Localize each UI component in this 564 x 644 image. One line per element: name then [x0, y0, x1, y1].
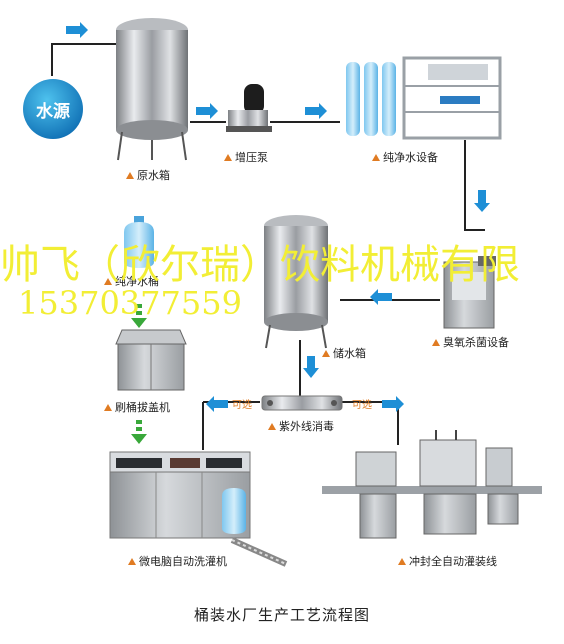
pure-water-equipment-text: 纯净水设备	[383, 151, 438, 164]
orange-marker-icon	[104, 403, 112, 411]
optional-left-label: 可选	[232, 400, 252, 411]
watermark-phone: 15370377559	[18, 284, 242, 322]
arrow-to-raw-tank	[66, 22, 88, 38]
arrow-left-optional	[206, 396, 228, 412]
brush-decapper-image	[115, 329, 187, 391]
booster-pump-label: 增压泵	[224, 149, 268, 165]
brush-decapper-text: 刷桶拔盖机	[115, 401, 170, 414]
pure-water-bucket-label: 纯净水桶	[104, 273, 159, 289]
auto-filling-line-image	[322, 430, 542, 539]
uv-sterilizer-label: 紫外线消毒	[268, 418, 334, 434]
ozone-sterilizer-label: 臭氧杀菌设备	[432, 334, 509, 350]
arrow-to-pure-water	[305, 103, 327, 119]
arrow-down-to-uv	[303, 356, 319, 378]
optional-right-label: 可选	[352, 400, 372, 411]
pure-water-bucket-image	[124, 216, 154, 268]
raw-tank-text: 原水箱	[137, 169, 170, 182]
arrow-to-storage-tank	[370, 289, 392, 305]
washing-filling-machine-label: 微电脑自动洗灌机	[128, 553, 227, 569]
arrow-right-optional	[382, 396, 404, 412]
ozone-sterilizer-image	[443, 256, 496, 329]
orange-marker-icon	[398, 557, 406, 565]
water-source-label: 水源	[36, 101, 70, 122]
auto-filling-line-label: 冲封全自动灌装线	[398, 553, 497, 569]
pure-water-equipment-image	[346, 56, 502, 140]
orange-marker-icon	[432, 338, 440, 346]
orange-marker-icon	[126, 171, 134, 179]
storage-tank-label: 储水箱	[322, 345, 366, 361]
arrow-down-to-brusher	[131, 318, 147, 328]
washing-filling-machine-image	[109, 451, 288, 567]
water-source-sphere	[23, 79, 83, 139]
diagram-title: 桶装水厂生产工艺流程图	[193, 606, 370, 624]
orange-marker-icon	[372, 153, 380, 161]
washing-filling-machine-text: 微电脑自动洗灌机	[139, 555, 227, 568]
brush-decapper-label: 刷桶拔盖机	[104, 399, 170, 415]
raw-tank-image	[116, 18, 188, 161]
booster-pump-text: 增压泵	[235, 151, 268, 164]
pure-water-bucket-text: 纯净水桶	[115, 275, 159, 288]
pure-water-equipment-label: 纯净水设备	[372, 149, 438, 165]
orange-marker-icon	[322, 349, 330, 357]
arrow-to-booster-pump	[196, 103, 218, 119]
uv-sterilizer-image	[261, 395, 343, 411]
orange-marker-icon	[268, 422, 276, 430]
arrow-down-to-ozone	[474, 190, 490, 212]
raw-tank-label: 原水箱	[126, 167, 170, 183]
uv-sterilizer-text: 紫外线消毒	[279, 420, 334, 433]
storage-tank-image	[264, 215, 328, 349]
storage-tank-text: 储水箱	[333, 347, 366, 360]
watermark-company: 帅飞（欣尔瑞）饮料机械有限	[0, 242, 520, 288]
ozone-sterilizer-text: 臭氧杀菌设备	[443, 336, 509, 349]
auto-filling-line-text: 冲封全自动灌装线	[409, 555, 497, 568]
arrow-down-to-washer	[131, 434, 147, 444]
booster-pump-image	[226, 84, 272, 132]
green-arrows	[131, 304, 147, 444]
blue-arrows	[66, 22, 490, 412]
orange-marker-icon	[224, 153, 232, 161]
orange-marker-icon	[128, 557, 136, 565]
orange-marker-icon	[104, 277, 112, 285]
